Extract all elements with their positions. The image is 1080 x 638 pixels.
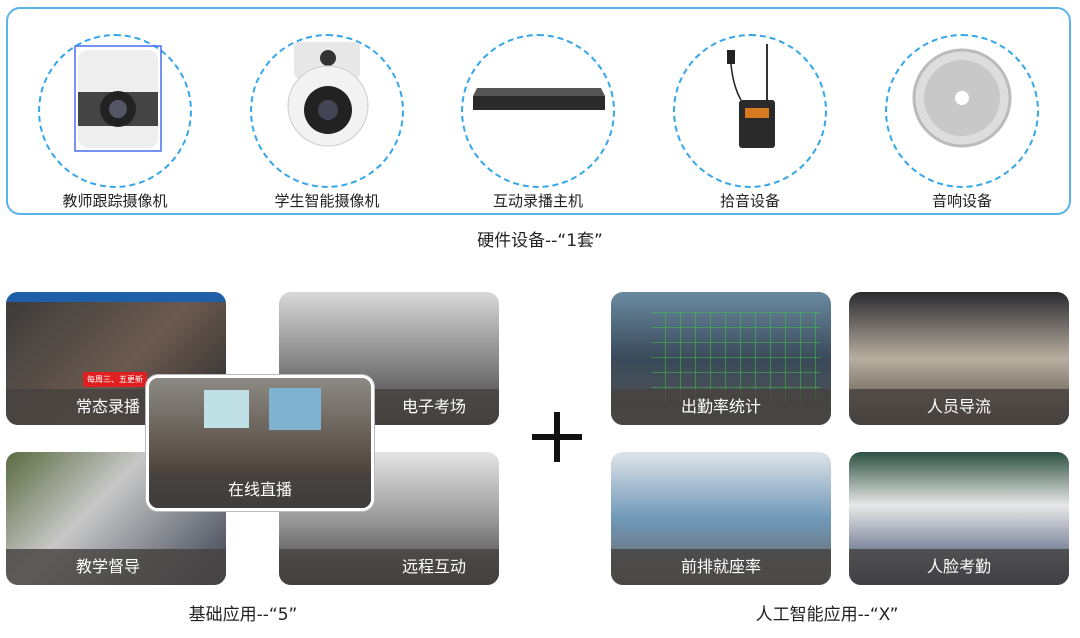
update-banner: 每周三、五更新 bbox=[83, 372, 147, 387]
hardware-caption: 硬件设备--“1套” bbox=[477, 231, 603, 251]
device-student-camera: 学生智能摄像机 bbox=[249, 34, 405, 210]
basic-caption: 基础应用--“5” bbox=[188, 605, 298, 625]
hardware-panel bbox=[6, 7, 1071, 215]
tile-attendance-rate: 出勤率统计 bbox=[611, 292, 831, 425]
speaker-icon bbox=[912, 48, 1012, 148]
tile-online-live: 在线直播 bbox=[146, 375, 374, 511]
teacher-camera-icon bbox=[74, 45, 162, 152]
device-recording-host: 互动录播主机 bbox=[460, 34, 616, 210]
ai-caption: 人工智能应用--“X” bbox=[755, 605, 899, 625]
plus-icon bbox=[532, 412, 582, 462]
tile-electronic-exam: 电子考场 bbox=[279, 292, 499, 425]
recording-host-icon bbox=[473, 88, 605, 110]
student-camera-icon bbox=[287, 42, 369, 147]
device-microphone: 拾音设备 bbox=[672, 34, 828, 210]
microphone-icon bbox=[727, 44, 775, 148]
device-teacher-camera: 教师跟踪摄像机 bbox=[37, 34, 193, 210]
device-speaker: 音响设备 bbox=[884, 34, 1040, 210]
tile-front-row-rate: 前排就座率 bbox=[611, 452, 831, 585]
tile-crowd-flow: 人员导流 bbox=[849, 292, 1069, 425]
tile-face-attendance: 人脸考勤 bbox=[849, 452, 1069, 585]
